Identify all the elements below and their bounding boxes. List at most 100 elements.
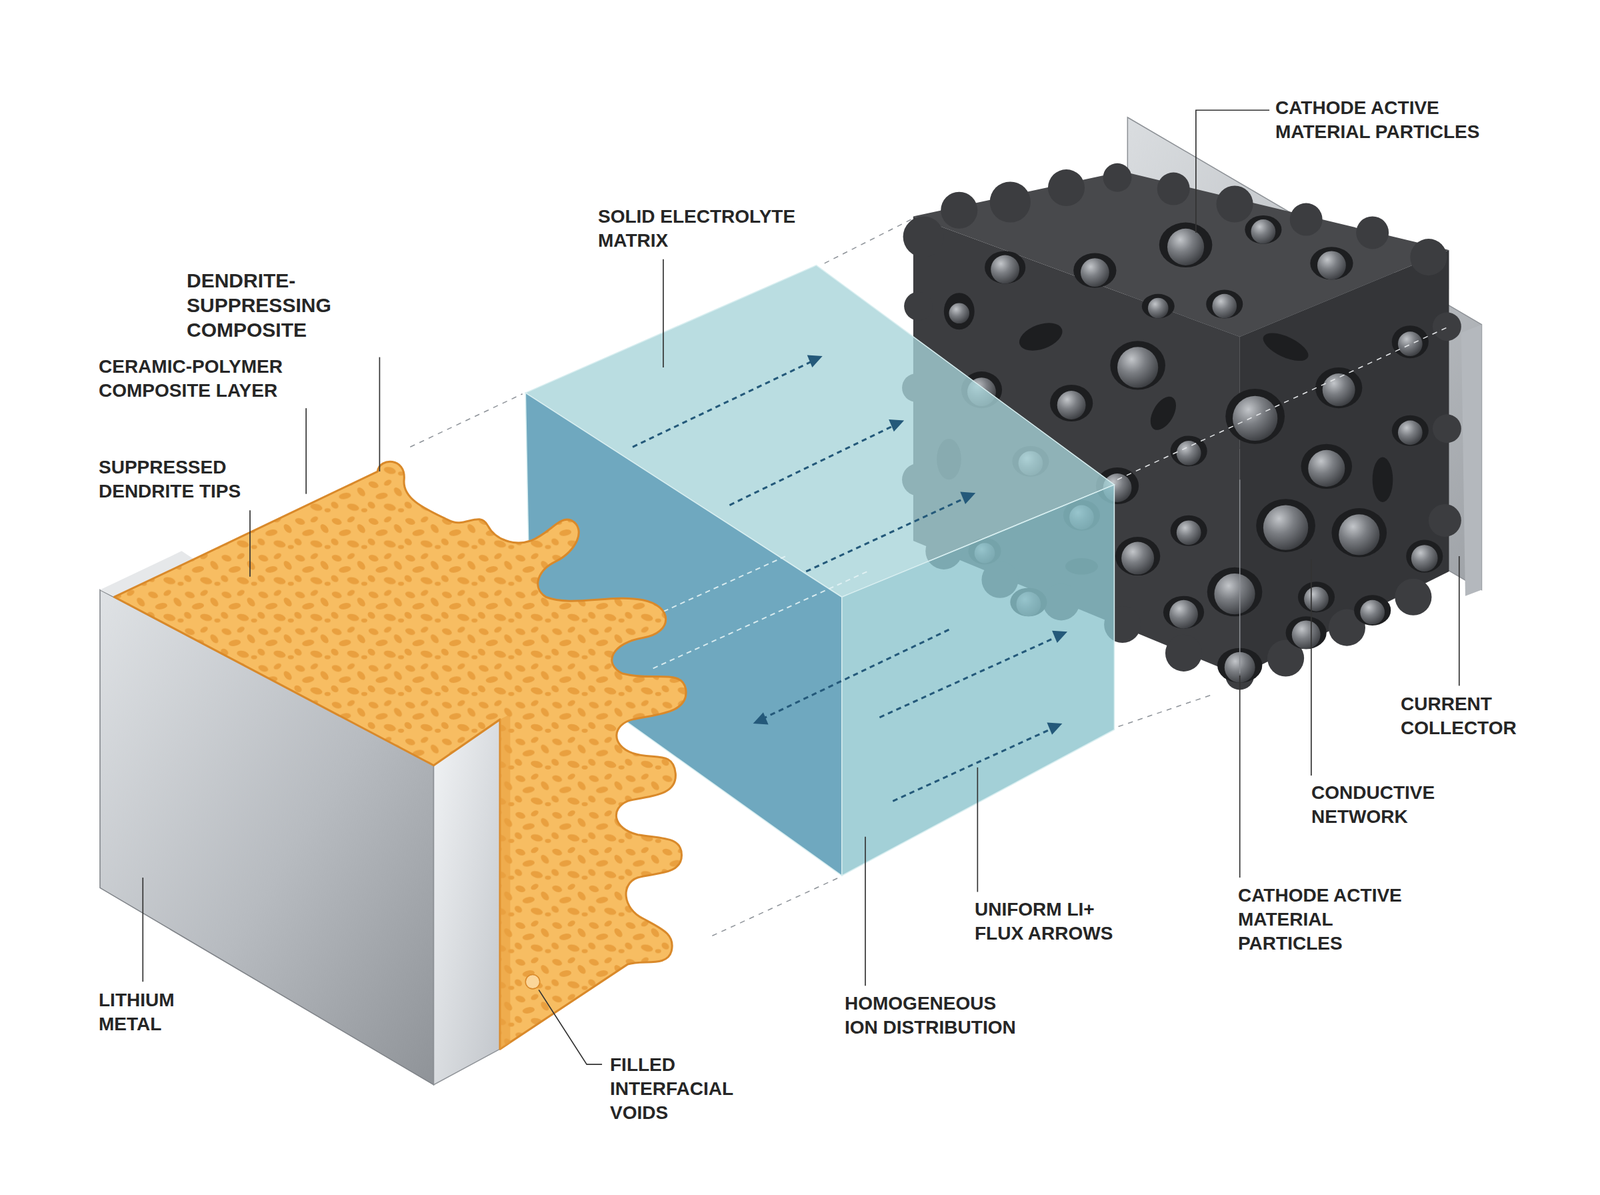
leader-lines-part bbox=[249, 510, 251, 576]
cathode-block-part-part bbox=[1398, 420, 1423, 445]
cathode-block-part-part bbox=[1301, 444, 1353, 489]
cathode-block-part-part bbox=[990, 255, 1020, 284]
ion-paths-part bbox=[653, 571, 868, 668]
lithium-block-part bbox=[434, 719, 500, 1085]
cathode-block-part-part bbox=[904, 292, 933, 321]
cathode-block-part-part bbox=[1298, 581, 1335, 612]
leader-lines-part bbox=[976, 767, 978, 892]
cathode-block-part-part bbox=[1322, 373, 1356, 406]
cathode-block-part-part bbox=[1057, 390, 1086, 420]
callout-label: SUPPRESSED DENDRITE TIPS bbox=[98, 455, 259, 504]
callout-label: CATHODE ACTIVE MATERIAL PARTICLES bbox=[1275, 96, 1502, 144]
callout-label: CONDUCTIVE NETWORK bbox=[1311, 780, 1458, 829]
cathode-block-part-part bbox=[1310, 246, 1353, 280]
cathode-block-part-part bbox=[1225, 388, 1285, 444]
cathode-block-part-part bbox=[984, 250, 1026, 284]
cathode-block-part-part bbox=[1214, 573, 1255, 614]
leader-lines-part bbox=[1196, 110, 1270, 233]
flux-arrows-part bbox=[763, 629, 950, 718]
cathode-block-part-part bbox=[1432, 414, 1462, 443]
leader-lines-part bbox=[864, 836, 866, 986]
cathode-block-part-part bbox=[940, 192, 978, 229]
callout-label: SOLID ELECTROLYTE MATRIX bbox=[598, 204, 812, 253]
cathode-block-part-part bbox=[1263, 505, 1308, 550]
callout-label: CATHODE ACTIVE MATERIAL PARTICLES bbox=[1238, 883, 1432, 956]
cathode-block-part-part bbox=[1244, 215, 1282, 244]
cathode-block-part-part bbox=[1360, 600, 1385, 625]
cathode-block-part-part bbox=[903, 216, 944, 257]
guide-lines-part bbox=[824, 219, 912, 264]
flux-arrows-part bbox=[632, 360, 814, 447]
cathode-block-part-part bbox=[1428, 504, 1462, 537]
cathode-block-part-part bbox=[1251, 219, 1276, 244]
cathode-block-part-part bbox=[1292, 620, 1321, 649]
cathode-block-part-part bbox=[1165, 634, 1202, 672]
cathode-block-part-part bbox=[1315, 367, 1362, 408]
cathode-block-part-part bbox=[1103, 163, 1132, 192]
cathode-block-part bbox=[1240, 250, 1450, 676]
cathode-block-part-part bbox=[990, 181, 1031, 222]
guide-lines-part bbox=[712, 877, 839, 936]
cathode-block-part-part bbox=[1212, 294, 1237, 319]
cathode-block-part-part bbox=[1080, 258, 1110, 287]
flux-arrows-part bbox=[729, 424, 896, 506]
leader-lines-part bbox=[1239, 675, 1241, 878]
flux-arrows bbox=[632, 360, 1060, 801]
flux-arrows-part bbox=[806, 496, 968, 572]
cathode-block-part-part bbox=[1050, 384, 1093, 422]
cathode-block-part-part bbox=[1145, 392, 1182, 434]
cathode-block-part-part bbox=[1406, 540, 1443, 573]
cathode-block-part-part bbox=[1432, 312, 1462, 341]
cathode-block-part-part bbox=[1290, 203, 1323, 236]
cathode-block-part-part bbox=[1259, 327, 1313, 367]
cathode-block-part-part bbox=[1110, 340, 1166, 390]
cathode-block-part-part bbox=[1121, 542, 1154, 575]
cathode-block-part-part bbox=[1411, 544, 1438, 572]
cathode-block-part-part bbox=[1392, 325, 1429, 358]
cathode-block-part-part bbox=[1048, 169, 1085, 206]
leader-lines-part bbox=[379, 357, 381, 472]
flux-arrowheads bbox=[753, 355, 1068, 735]
flux-arrowheads-part bbox=[1052, 630, 1068, 643]
cathode-block-part-part bbox=[1286, 616, 1327, 649]
guide-lines-part bbox=[1118, 694, 1215, 727]
flux-arrows-part bbox=[892, 727, 1054, 801]
cathode-block-part-part bbox=[948, 303, 970, 324]
composite-layer bbox=[114, 461, 686, 1049]
guide-lines-part bbox=[410, 394, 522, 448]
composite-layer-part bbox=[525, 974, 540, 988]
cathode-block-part-part bbox=[1117, 346, 1158, 388]
cathode-block-part-part bbox=[1159, 222, 1213, 268]
guide-line bbox=[1117, 326, 1449, 480]
cathode-block-part-part bbox=[1163, 596, 1204, 629]
cathode-block-part-part bbox=[1308, 450, 1345, 487]
cathode-block-part-part bbox=[1115, 536, 1160, 576]
leader-lines-part bbox=[305, 408, 307, 494]
flux-arrowheads-part bbox=[888, 419, 904, 432]
cathode-block-part-part bbox=[1216, 186, 1253, 223]
leader-lines-part bbox=[1310, 559, 1312, 776]
flux-arrows-part bbox=[879, 635, 1059, 717]
cathode-block-part-part bbox=[1354, 594, 1391, 626]
leader-lines-part bbox=[662, 259, 664, 368]
cathode-block-part-part bbox=[1232, 396, 1278, 441]
cathode-block-part-part bbox=[1157, 172, 1190, 206]
cathode-block-part-part bbox=[1331, 508, 1387, 557]
cathode-block-part-part bbox=[1394, 578, 1432, 616]
cathode-block-part-part bbox=[1176, 440, 1202, 466]
callout-label: CURRENT COLLECTOR bbox=[1400, 692, 1534, 740]
flux-arrowheads-part bbox=[1046, 722, 1062, 734]
cathode-block-part-part bbox=[1167, 228, 1204, 266]
cathode-block-part-part bbox=[1206, 290, 1243, 319]
composite-layer-part bbox=[114, 461, 686, 1049]
leader-lines-part bbox=[538, 989, 602, 1064]
cathode-block-part-part bbox=[1398, 331, 1423, 356]
flux-arrowheads-part bbox=[753, 712, 769, 724]
cathode-block-part-part bbox=[1372, 457, 1394, 502]
cathode-block-part-part bbox=[1338, 514, 1380, 555]
leader-lines-part bbox=[142, 877, 144, 982]
cathode-block-part-part bbox=[1356, 216, 1389, 249]
cathode-block-part-part bbox=[1207, 567, 1263, 616]
